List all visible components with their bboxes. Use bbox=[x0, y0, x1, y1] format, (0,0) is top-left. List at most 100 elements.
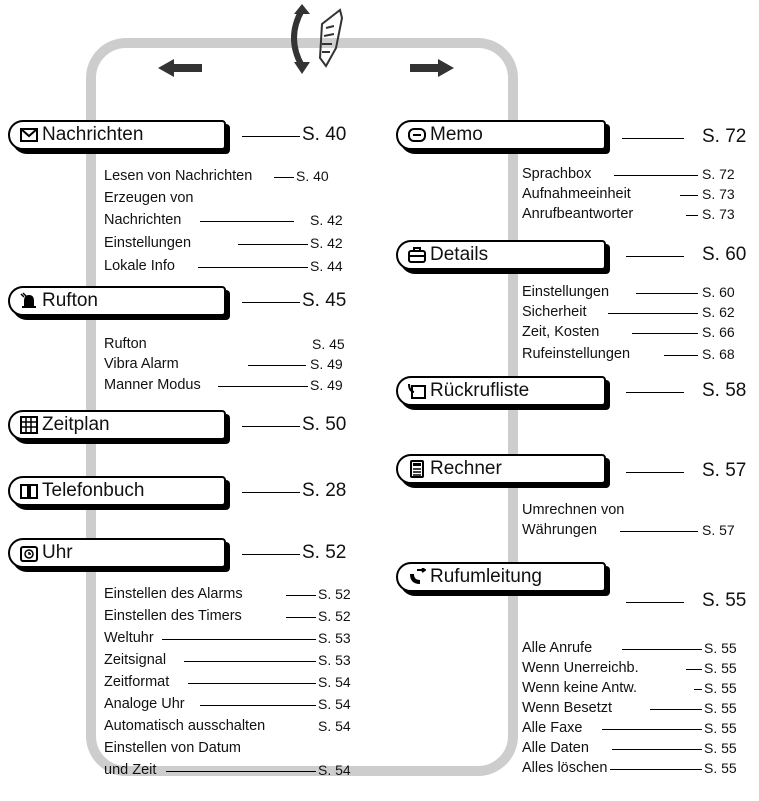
item-label[interactable]: Wenn Unerreichb. bbox=[522, 660, 639, 676]
page-ref: S. 57 bbox=[702, 460, 747, 481]
item-label[interactable]: Manner Modus bbox=[104, 377, 201, 393]
leader-line bbox=[200, 705, 316, 706]
page-ref: S. 49 bbox=[310, 377, 343, 393]
page-ref: S. 55 bbox=[704, 700, 737, 716]
item-label[interactable]: Lokale Info bbox=[104, 258, 175, 274]
item-label[interactable]: Sprachbox bbox=[522, 166, 592, 182]
item-label[interactable]: Zeitsignal bbox=[104, 652, 167, 668]
page-ref: S. 45 bbox=[302, 290, 347, 311]
page-ref: S. 54 bbox=[318, 696, 351, 712]
page-ref: S. 72 bbox=[702, 166, 735, 182]
section-details[interactable]: Details bbox=[396, 240, 606, 270]
item-label[interactable]: Umrechnen von bbox=[522, 502, 625, 518]
leader-line bbox=[612, 749, 702, 750]
item-label[interactable]: Alle Faxe bbox=[522, 720, 583, 736]
page-ref: S. 54 bbox=[318, 762, 351, 778]
page-ref: S. 55 bbox=[704, 720, 737, 736]
leader-line bbox=[218, 386, 308, 387]
leader-line bbox=[620, 531, 698, 532]
section-uhr[interactable]: Uhr bbox=[8, 538, 226, 568]
page-ref: S. 42 bbox=[310, 212, 343, 228]
page-ref: S. 55 bbox=[704, 660, 737, 676]
envelope-icon bbox=[20, 126, 38, 144]
leader-line bbox=[626, 602, 684, 603]
page-ref: S. 42 bbox=[310, 235, 343, 251]
section-rechner[interactable]: Rechner bbox=[396, 454, 606, 484]
page-ref: S. 73 bbox=[702, 206, 735, 222]
leader-line bbox=[686, 215, 698, 216]
item-label[interactable]: Weltuhr bbox=[104, 630, 154, 646]
page-ref: S. 53 bbox=[318, 630, 351, 646]
item-label[interactable]: Alle Daten bbox=[522, 740, 589, 756]
section-label: Rufton bbox=[42, 290, 98, 311]
item-label[interactable]: und Zeit bbox=[104, 762, 157, 778]
page-ref: S. 55 bbox=[704, 640, 737, 656]
bell-icon bbox=[20, 292, 38, 310]
page-ref: S. 53 bbox=[318, 652, 351, 668]
leader-line bbox=[274, 177, 294, 178]
leader-line bbox=[626, 472, 684, 473]
leader-line bbox=[242, 492, 300, 493]
item-label[interactable]: Vibra Alarm bbox=[104, 356, 179, 372]
page-ref: S. 55 bbox=[702, 590, 747, 611]
leader-line bbox=[200, 221, 294, 222]
item-label[interactable]: Sicherheit bbox=[522, 304, 587, 320]
item-label[interactable]: Währungen bbox=[522, 522, 597, 538]
leader-line bbox=[242, 302, 300, 303]
leader-line bbox=[680, 195, 698, 196]
item-label[interactable]: Zeitformat bbox=[104, 674, 170, 690]
page-ref: S. 73 bbox=[702, 186, 735, 202]
section-memo[interactable]: Memo bbox=[396, 120, 606, 150]
leader-line bbox=[242, 554, 300, 555]
item-label[interactable]: Einstellungen bbox=[522, 284, 610, 300]
page-ref: S. 68 bbox=[702, 346, 735, 362]
section-rufumleitung[interactable]: Rufumleitung bbox=[396, 562, 606, 592]
arrow-right-icon bbox=[410, 59, 454, 77]
item-label[interactable]: Einstellen des Timers bbox=[104, 608, 242, 624]
leader-line bbox=[622, 138, 684, 139]
calculator-icon bbox=[408, 460, 426, 478]
section-rueckrufliste[interactable]: Rückrufliste bbox=[396, 376, 606, 406]
page-ref: S. 55 bbox=[704, 760, 737, 776]
item-label[interactable]: Wenn Besetzt bbox=[522, 700, 613, 716]
page-ref: S. 57 bbox=[702, 522, 735, 538]
page-ref: S. 45 bbox=[312, 336, 345, 352]
page-ref: S. 52 bbox=[318, 608, 351, 624]
section-nachrichten[interactable]: Nachrichten bbox=[8, 120, 226, 150]
leader-line bbox=[188, 683, 316, 684]
item-label[interactable]: Zeit, Kosten bbox=[522, 324, 600, 340]
item-label[interactable]: Nachrichten bbox=[104, 212, 182, 228]
item-label[interactable]: Rufton bbox=[104, 336, 147, 352]
item-label[interactable]: Lesen von Nachrichten bbox=[104, 168, 253, 184]
item-label[interactable]: Alles löschen bbox=[522, 760, 608, 776]
item-label[interactable]: Einstellungen bbox=[104, 235, 192, 251]
item-label[interactable]: Einstellen des Alarms bbox=[104, 586, 243, 602]
item-label[interactable]: Erzeugen von bbox=[104, 190, 194, 206]
item-label[interactable]: Rufeinstellungen bbox=[522, 346, 631, 362]
call-divert-icon bbox=[408, 568, 426, 586]
item-label[interactable]: Einstellen von Datum bbox=[104, 740, 242, 756]
section-rufton[interactable]: Rufton bbox=[8, 286, 226, 316]
section-label: Telefonbuch bbox=[42, 480, 145, 501]
page-ref: S. 58 bbox=[702, 380, 747, 401]
page-ref: S. 60 bbox=[702, 284, 735, 300]
callback-phone-icon bbox=[408, 382, 426, 400]
item-label[interactable]: Alle Anrufe bbox=[522, 640, 593, 656]
arrow-left-icon bbox=[158, 59, 202, 77]
item-label[interactable]: Wenn keine Antw. bbox=[522, 680, 638, 696]
leader-line bbox=[238, 244, 308, 245]
leader-line bbox=[248, 365, 306, 366]
toolbox-icon bbox=[408, 246, 426, 264]
leader-line bbox=[614, 175, 698, 176]
section-label: Details bbox=[430, 244, 489, 265]
clock-icon bbox=[20, 544, 38, 562]
item-label[interactable]: Analoge Uhr bbox=[104, 696, 185, 712]
item-label[interactable]: Anrufbeantworter bbox=[522, 206, 634, 222]
leader-line bbox=[650, 709, 702, 710]
page-ref: S. 52 bbox=[302, 542, 347, 563]
item-label[interactable]: Automatisch ausschalten bbox=[104, 718, 266, 734]
section-telefonbuch[interactable]: Telefonbuch bbox=[8, 476, 226, 506]
calendar-grid-icon bbox=[20, 416, 38, 434]
item-label[interactable]: Aufnahmeeinheit bbox=[522, 186, 631, 202]
section-zeitplan[interactable]: Zeitplan bbox=[8, 410, 226, 440]
